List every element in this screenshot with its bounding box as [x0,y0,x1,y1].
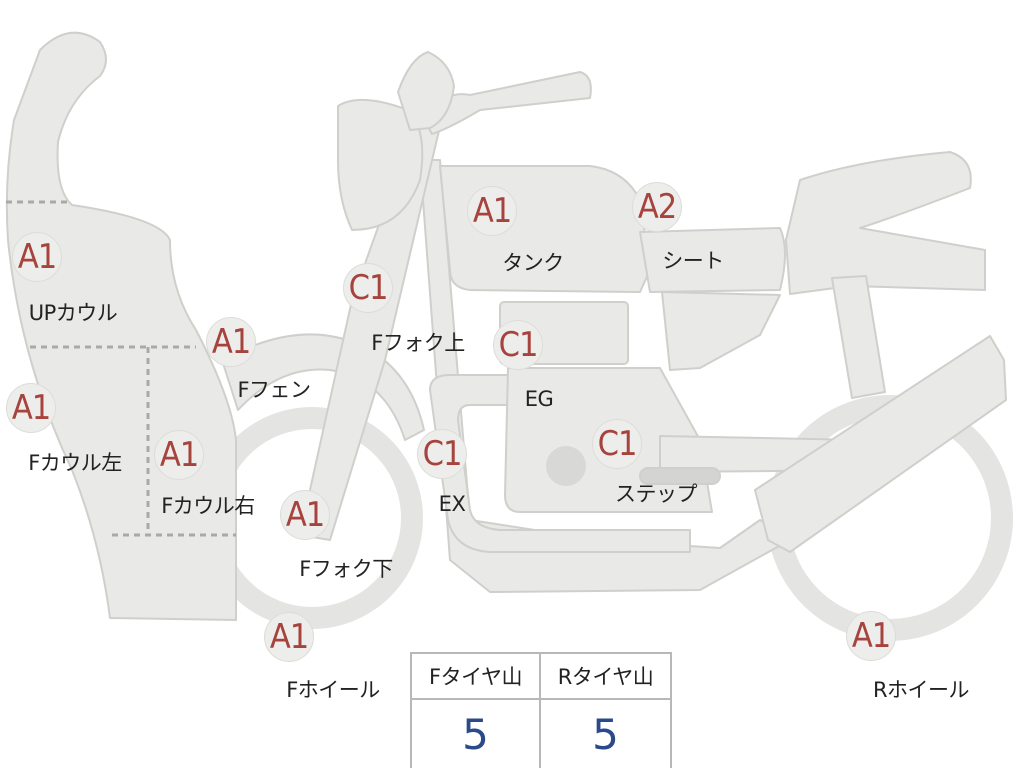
headlight-shape [337,98,424,231]
seat-shape [639,227,786,293]
step-grade-badge: C1 [592,419,642,469]
tank-label: タンク [502,251,564,275]
f-fender-grade-badge: A1 [206,317,256,367]
seat-label: シート [662,249,724,273]
engine-cover-shape [546,446,586,486]
f-cowl-right-label: Fカウル右 [161,494,255,518]
f-fork-lower-grade-badge: A1 [280,490,330,540]
rear-tire-tread-value: 5 [592,709,619,759]
up-cowl-label: UPカウル [28,301,118,325]
seat-grade-badge: A2 [632,182,682,232]
f-cowl-left-label: Fカウル左 [28,451,122,475]
mirror-shape [397,51,455,131]
side-cover-shape [661,291,781,371]
r-wheel-grade-badge: A1 [846,611,896,661]
step-shape [639,467,721,485]
f-fork-upper-label: Fフォク上 [371,331,465,355]
exhaust-shape [429,374,691,553]
f-fork-lower-label: Fフォク下 [299,557,393,581]
front-tire-tread-value: 5 [412,700,541,768]
exhaust-label: EX [438,492,466,516]
f-cowl-left-grade-badge: A1 [6,383,56,433]
f-cowl-right-grade-badge: A1 [154,430,204,480]
front-tire-tread-header: Fタイヤ山 [412,654,541,700]
tank-grade-badge: A1 [467,186,517,236]
tire-tread-table: Fタイヤ山 Rタイヤ山 5 5 [410,652,672,768]
f-wheel-label: Fホイール [286,678,380,702]
step-label: ステップ [615,482,698,506]
engine-label: EG [524,387,554,411]
tail-cowl-shape [785,151,986,295]
f-wheel-grade-badge: A1 [264,612,314,662]
exhaust-grade-badge: C1 [417,429,467,479]
rear-tire-tread-header: Rタイヤ山 [541,654,670,700]
f-fender-label: Fフェン [237,378,311,402]
up-cowl-grade-badge: A1 [12,232,62,282]
f-fork-upper-grade-badge: C1 [343,263,393,313]
muffler-shape [754,335,1007,553]
rear-shock-shape [831,275,886,399]
r-wheel-label: Rホイール [872,678,970,702]
engine-grade-badge: C1 [493,320,543,370]
